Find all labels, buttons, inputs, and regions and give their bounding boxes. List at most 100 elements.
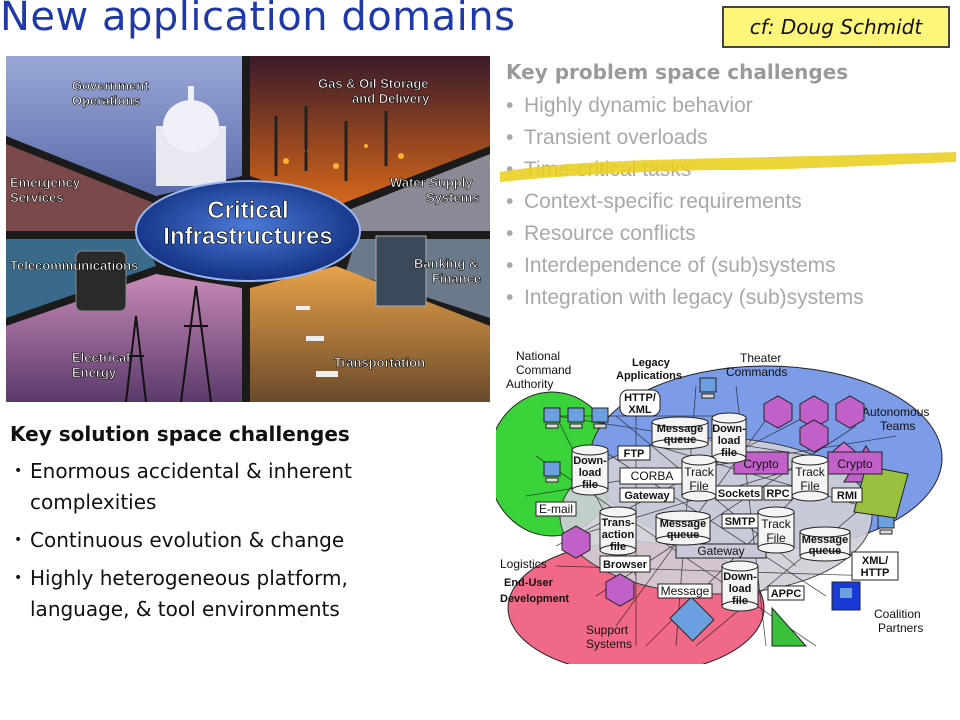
cylinder-label: file	[721, 447, 737, 459]
node-label: RMI	[837, 490, 857, 502]
region-label: Commands	[726, 365, 787, 379]
citation-box: cf: Doug Schmidt	[722, 6, 950, 48]
database-cylinder	[651, 416, 709, 450]
workstation-icon	[591, 407, 609, 429]
region-label: Teams	[880, 419, 915, 433]
cylinder-label: file	[610, 541, 626, 553]
solution-space-heading: Key solution space challenges	[10, 422, 350, 446]
problem-item: Integration with legacy (sub)systems	[506, 282, 946, 314]
node-label: HTTP/	[624, 392, 656, 404]
region-label: End-User	[504, 577, 554, 589]
crypto-label: Crypto	[743, 457, 779, 471]
node-label: XML	[628, 404, 652, 416]
problem-space-heading: Key problem space challenges	[506, 60, 849, 84]
problem-item: Interdependence of (sub)systems	[506, 250, 946, 282]
region-label: Partners	[878, 621, 923, 635]
node-label: Sockets	[718, 488, 760, 500]
cylinder-label: file	[582, 479, 598, 491]
cylinder-label: Trans-	[601, 517, 634, 529]
hero-center-label-2: Infrastructures	[163, 223, 332, 250]
region-label: National	[516, 349, 560, 363]
database-cylinder	[721, 560, 759, 612]
node-label: Gateway	[624, 490, 670, 502]
sector-label: and Delivery	[352, 91, 430, 106]
solution-item: Enormous accidental & inherent complexit…	[14, 456, 434, 518]
region-label: Logistics	[500, 557, 547, 571]
sector-label: Water Supply	[390, 175, 473, 190]
sector-label: Electrical	[72, 350, 130, 365]
node-label: Browser	[603, 559, 648, 571]
workstation-icon	[699, 377, 717, 399]
node-label: RPC	[766, 488, 789, 500]
cylinder-label: File	[800, 479, 820, 493]
database-cylinder	[711, 412, 747, 464]
cylinder-label: load	[718, 435, 741, 447]
problem-space-list: Highly dynamic behavior Transient overlo…	[506, 90, 946, 314]
legacy-label: Legacy	[632, 357, 671, 369]
database-cylinder	[681, 454, 717, 502]
sector-label: Transportation	[334, 355, 425, 370]
legacy-label: Applications	[616, 370, 682, 382]
workstation-icon	[831, 581, 861, 611]
cylinder-label: Down-	[723, 571, 757, 583]
sector-label: Government	[72, 78, 149, 93]
sector-label: Finance	[432, 271, 481, 286]
region-label: Systems	[586, 637, 632, 651]
sector-label: Energy	[72, 365, 117, 380]
solution-space-list: Enormous accidental & inherent complexit…	[14, 456, 434, 632]
node-label: E-mail	[539, 502, 573, 516]
cylinder-label: Message	[802, 534, 848, 546]
problem-item: Highly dynamic behavior	[506, 90, 946, 122]
crypto-label: Crypto	[837, 457, 873, 471]
solution-item: Highly heterogeneous platform, language,…	[14, 563, 434, 625]
database-cylinder	[655, 510, 711, 546]
cylinder-label: Track	[795, 465, 826, 479]
workstation-icon	[567, 407, 585, 429]
workstation-icon	[543, 461, 561, 483]
problem-item: Transient overloads	[506, 122, 946, 154]
sector-label: Emergency	[10, 175, 81, 190]
cylinder-label: action	[602, 529, 635, 541]
node-label: Message	[661, 584, 710, 598]
cylinder-label: File	[689, 479, 709, 493]
database-cylinder	[791, 454, 829, 502]
sector-label: Operations	[72, 93, 141, 108]
region-label: Coalition	[874, 607, 921, 621]
diamond-shape	[669, 596, 715, 642]
solution-item: Continuous evolution & change	[14, 525, 434, 556]
slide-title: New application domains	[0, 0, 516, 40]
triangle-shape	[771, 606, 808, 647]
cylinder-label: Track	[761, 517, 792, 531]
node-label: CORBA	[631, 469, 674, 483]
region-label: Support	[586, 623, 629, 637]
cylinder-label: load	[579, 467, 602, 479]
database-cylinder	[599, 506, 637, 556]
hero-center-label-1: Critical	[207, 197, 288, 224]
region-label: Theater	[740, 351, 781, 365]
cylinder-label: queue	[667, 529, 699, 541]
sector-label: Systems	[426, 190, 479, 205]
problem-item: Context-specific requirements	[506, 186, 946, 218]
node-label: SMTP	[725, 516, 756, 528]
problem-item: Resource conflicts	[506, 218, 946, 250]
database-cylinder	[799, 526, 851, 562]
network-diagram: National Command Authority Theater Comma…	[496, 349, 943, 664]
cylinder-label: file	[732, 595, 748, 607]
cylinder-label: Down-	[712, 423, 746, 435]
region-label: Authority	[506, 377, 553, 391]
sector-label: Banking &	[414, 256, 478, 271]
region-label: Development	[500, 593, 569, 605]
sector-label: Telecommunications	[10, 258, 138, 273]
cylinder-label: load	[729, 583, 752, 595]
cylinder-label: queue	[809, 545, 841, 557]
cylinder-label: File	[766, 531, 786, 545]
workstation-icon	[543, 407, 561, 429]
sector-label: Gas & Oil Storage	[318, 76, 429, 91]
sector-label: Services	[10, 190, 64, 205]
cylinder-label: Down-	[573, 455, 607, 467]
cylinder-label: Message	[660, 518, 706, 530]
node-label: HTTP	[861, 567, 890, 579]
problem-item: Time-critical tasks	[506, 154, 946, 186]
critical-infrastructures-image: Critical Infrastructures Government Oper…	[6, 56, 490, 402]
database-cylinder	[757, 506, 795, 554]
